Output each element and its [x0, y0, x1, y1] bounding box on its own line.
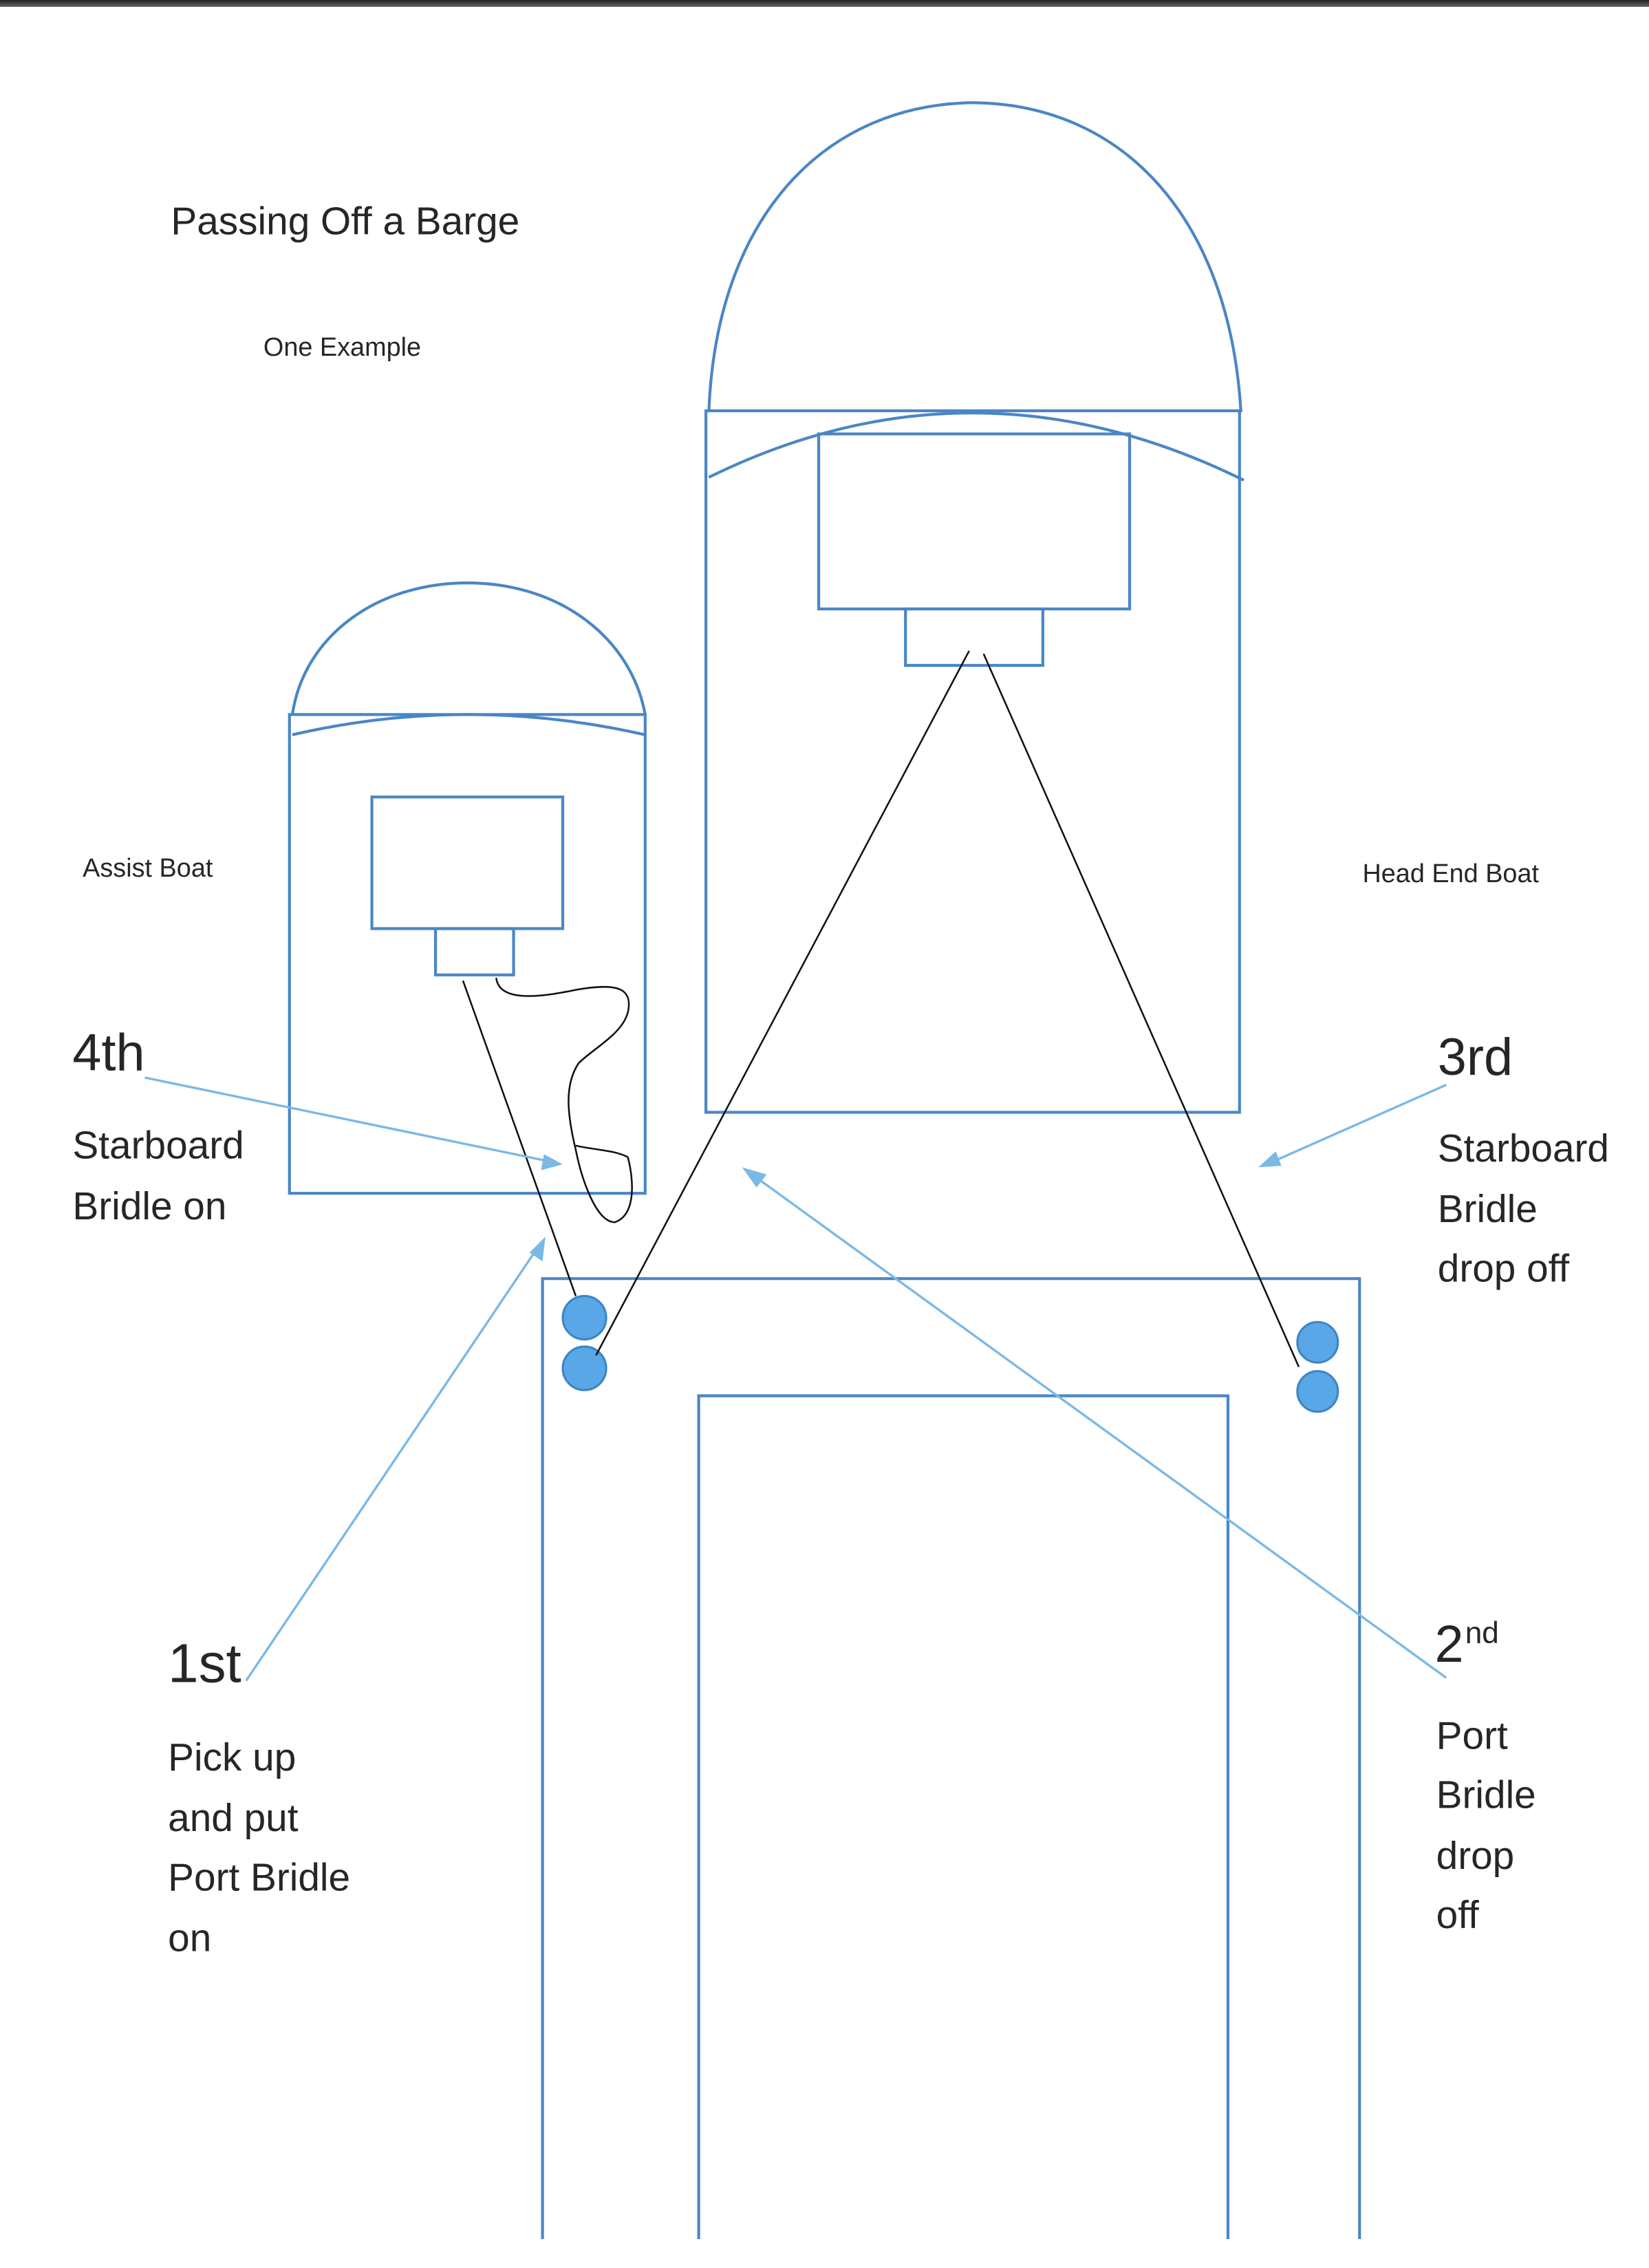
bitt-port-1: [561, 1294, 607, 1341]
step-second-superscript: nd: [1465, 1616, 1499, 1650]
starboard-bridle-line: [982, 653, 1300, 1367]
step-third-line: Starboard: [1438, 1127, 1609, 1170]
barge: [541, 1277, 1361, 2239]
step-second-line: Bridle: [1436, 1774, 1536, 1817]
arrow-second: [742, 1167, 1447, 1679]
bitt-starboard-1: [1296, 1320, 1339, 1364]
scan-border: [0, 0, 1649, 7]
step-first-ordinal: 1st: [168, 1633, 241, 1694]
head-end-bow: [707, 101, 1242, 413]
step-third-ordinal: 3rd: [1438, 1028, 1513, 1087]
barge-outer-hull: [541, 1277, 1361, 2239]
step-fourth-line: Starboard: [72, 1124, 244, 1168]
assist-boat: [288, 581, 647, 1223]
step-second-line: drop: [1436, 1834, 1515, 1878]
assist-boat-label: Assist Boat: [83, 854, 213, 883]
assist-deck-line: [292, 713, 646, 736]
step-first-line: Pick up: [168, 1736, 296, 1779]
step-third-line: drop off: [1438, 1247, 1570, 1290]
head-end-deck-line: [708, 411, 1245, 482]
barge-inner-hatch: [697, 1394, 1230, 2239]
step-first-line: on: [168, 1917, 211, 1960]
hand-drawn-bridle-sketch: [495, 977, 633, 1223]
step-third-label: 3rd Starboard Bridle drop off: [1438, 1028, 1609, 1291]
port-bridle-line: [595, 650, 970, 1356]
assist-hull: [288, 713, 647, 1195]
assist-bridle-line: [462, 980, 577, 1296]
arrow-fourth: [144, 1076, 563, 1170]
step-first-line: and put: [168, 1797, 299, 1840]
step-fourth-line: Bridle on: [72, 1185, 226, 1228]
head-end-winch: [904, 607, 1045, 667]
step-first-label: 1st Pick up and put Port Bridle on: [168, 1633, 350, 1960]
assist-wheelhouse: [370, 795, 565, 930]
bitt-port-2: [561, 1345, 607, 1391]
step-second-line: off: [1436, 1894, 1479, 1937]
assist-winch: [433, 927, 515, 976]
head-end-wheelhouse: [817, 432, 1132, 611]
page-title: Passing Off a Barge: [171, 200, 519, 244]
head-end-hull: [704, 409, 1241, 1114]
step-fourth-label: 4th Starboard Bridle on: [72, 1024, 244, 1229]
assist-bow: [290, 581, 647, 715]
step-third-line: Bridle: [1438, 1188, 1538, 1231]
step-second-label: 2 nd Port Bridle drop off: [1435, 1615, 1536, 1937]
bitt-starboard-2: [1296, 1370, 1339, 1413]
arrow-third: [1258, 1083, 1447, 1168]
head-end-boat-label: Head End Boat: [1362, 859, 1539, 888]
step-second-line: Port: [1436, 1714, 1508, 1757]
arrow-first: [245, 1237, 546, 1682]
step-second-ordinal: 2: [1435, 1615, 1464, 1673]
step-fourth-ordinal: 4th: [72, 1024, 144, 1082]
head-end-boat: [704, 101, 1245, 1114]
subtitle: One Example: [263, 333, 421, 362]
step-first-line: Port Bridle: [168, 1856, 350, 1899]
